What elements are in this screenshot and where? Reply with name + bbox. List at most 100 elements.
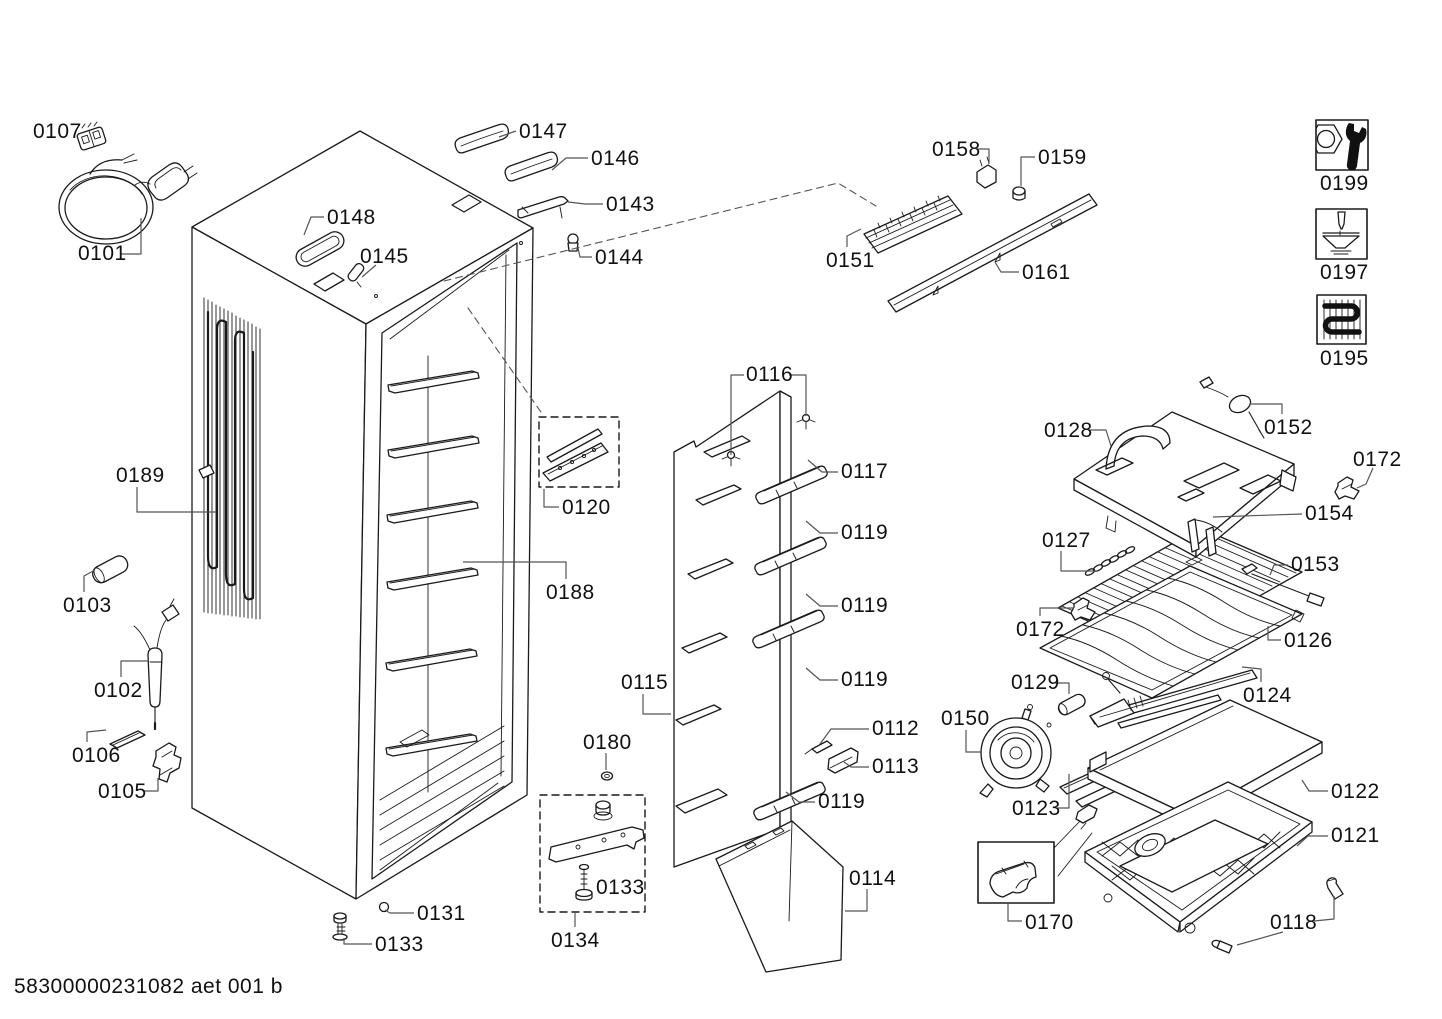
leader-line-0153 — [1269, 564, 1288, 576]
leader-line-0143 — [567, 201, 603, 205]
strip-0106 — [109, 730, 146, 749]
part-label-0119-25: 0119 — [818, 790, 866, 813]
leader-line-0119 — [805, 667, 838, 681]
legend-box-0195 — [1316, 294, 1367, 345]
clip-0112 — [804, 740, 833, 755]
sensor-0102 — [133, 598, 180, 731]
air-duct-cover-0128 — [1073, 411, 1297, 558]
wrench-and-nut-icon — [1316, 123, 1367, 170]
leader-line-0119 — [805, 520, 838, 534]
part-label-0112-26: 0112 — [872, 717, 920, 740]
part-label-0172-40: 0172 — [1016, 618, 1065, 641]
part-label-0105-16: 0105 — [98, 780, 147, 803]
spacer-0129 — [1057, 693, 1086, 716]
bottom-cover-0114 — [715, 820, 844, 973]
leader-line-0151 — [846, 228, 862, 247]
part-label-0117-21: 0117 — [841, 460, 889, 483]
leader-line-0119 — [805, 593, 838, 607]
leader-line-0119 — [785, 791, 815, 803]
leader-line-0122 — [1301, 779, 1328, 792]
heater-cable-0153 — [1241, 563, 1325, 607]
part-label-0126-41: 0126 — [1284, 629, 1333, 652]
part-label-0119-24: 0119 — [841, 668, 889, 691]
capillary-tubes-0154 — [1187, 518, 1223, 557]
part-label-0133-33: 0133 — [375, 933, 424, 956]
pin-0145 — [347, 263, 365, 282]
ring-0131 — [378, 901, 390, 913]
leader-line-0127 — [1060, 551, 1098, 572]
leader-line-0189 — [136, 487, 216, 513]
base-tray-0121 — [1084, 781, 1313, 934]
defrost-heater-0124 — [1089, 669, 1258, 729]
leader-line-0116 — [789, 374, 807, 416]
top-pad-0148 — [295, 231, 345, 267]
part-label-0116-20: 0116 — [746, 363, 794, 386]
drip-tray-grid-0126 — [1039, 556, 1305, 699]
leader-line-0126 — [1267, 626, 1281, 641]
part-label-0103-13: 0103 — [63, 594, 112, 617]
part-label-0122-45: 0122 — [1331, 780, 1380, 803]
part-label-0151-10: 0151 — [826, 249, 875, 272]
part-label-0107-0: 0107 — [33, 120, 82, 143]
control-module-0151 — [863, 195, 963, 254]
part-label-0118-49: 0118 — [1270, 911, 1318, 934]
part-label-0172-36: 0172 — [1353, 448, 1402, 471]
door-rails — [752, 465, 828, 821]
countersunk-screw-icon — [1322, 211, 1360, 255]
leader-line-0145 — [361, 264, 377, 278]
document-code: 58300000231082 aet 001 b — [14, 975, 283, 998]
leader-line-0120 — [543, 489, 559, 508]
mains-connector-0107 — [76, 121, 107, 151]
leader-line-0170 — [1007, 904, 1022, 922]
switch-0158 — [976, 156, 997, 189]
defrost-heater-coil-icon — [1322, 299, 1362, 340]
leader-line-0115 — [642, 694, 671, 715]
part-label-0115-19: 0115 — [621, 671, 669, 694]
leader-line-0146 — [551, 157, 588, 171]
part-label-0197-51: 0197 — [1320, 261, 1369, 284]
fan-0150 — [979, 704, 1052, 798]
leader-line-0112 — [819, 728, 869, 745]
leader-line-0106 — [86, 729, 107, 742]
leader-line-0124 — [1241, 666, 1262, 682]
cap-0113 — [827, 747, 859, 774]
part-label-0106-15: 0106 — [72, 744, 121, 767]
part-label-0127-38: 0127 — [1042, 529, 1091, 552]
part-label-0143-4: 0143 — [606, 193, 655, 216]
part-label-0153-39: 0153 — [1291, 553, 1340, 576]
top-trim-parts — [454, 123, 579, 252]
part-label-0146-3: 0146 — [591, 147, 640, 170]
inner-door-panel-0115 — [673, 390, 792, 868]
part-label-0154-37: 0154 — [1305, 502, 1354, 525]
leader-line-0158 — [977, 148, 990, 164]
leader-line-0148 — [303, 216, 324, 236]
sensor-wire-0152 — [1199, 376, 1265, 439]
part-label-0128-34: 0128 — [1044, 419, 1093, 442]
part-label-0121-47: 0121 — [1331, 824, 1380, 847]
screws-0118 — [1211, 877, 1344, 954]
leader-line-0101 — [120, 218, 142, 255]
leader-line-0150 — [965, 730, 982, 753]
leader-line-0103 — [83, 569, 96, 592]
leader-line-0154 — [1212, 513, 1303, 518]
leader-line-0133 — [343, 938, 372, 945]
part-label-0120-17: 0120 — [562, 496, 611, 519]
part-label-0145-7: 0145 — [360, 245, 409, 268]
part-label-0150-44: 0150 — [941, 707, 990, 730]
leader-line-0117 — [807, 459, 838, 473]
leader-line-0188 — [463, 561, 567, 579]
leader-line-0161 — [994, 261, 1019, 273]
part-label-0123-46: 0123 — [1012, 797, 1061, 820]
clip-0172-right — [1334, 476, 1360, 500]
condenser-coil — [198, 297, 261, 620]
hinge-kit-box-0134 — [539, 794, 646, 913]
part-label-0119-23: 0119 — [841, 594, 889, 617]
leader-line-0118 — [1236, 931, 1284, 946]
locating-rays — [443, 182, 877, 416]
part-label-0144-5: 0144 — [595, 246, 644, 269]
leader-line-0172 — [1356, 467, 1374, 489]
leader-line-0118 — [1313, 896, 1335, 922]
button-0159 — [1012, 186, 1026, 201]
leader-line-0144 — [577, 247, 592, 258]
